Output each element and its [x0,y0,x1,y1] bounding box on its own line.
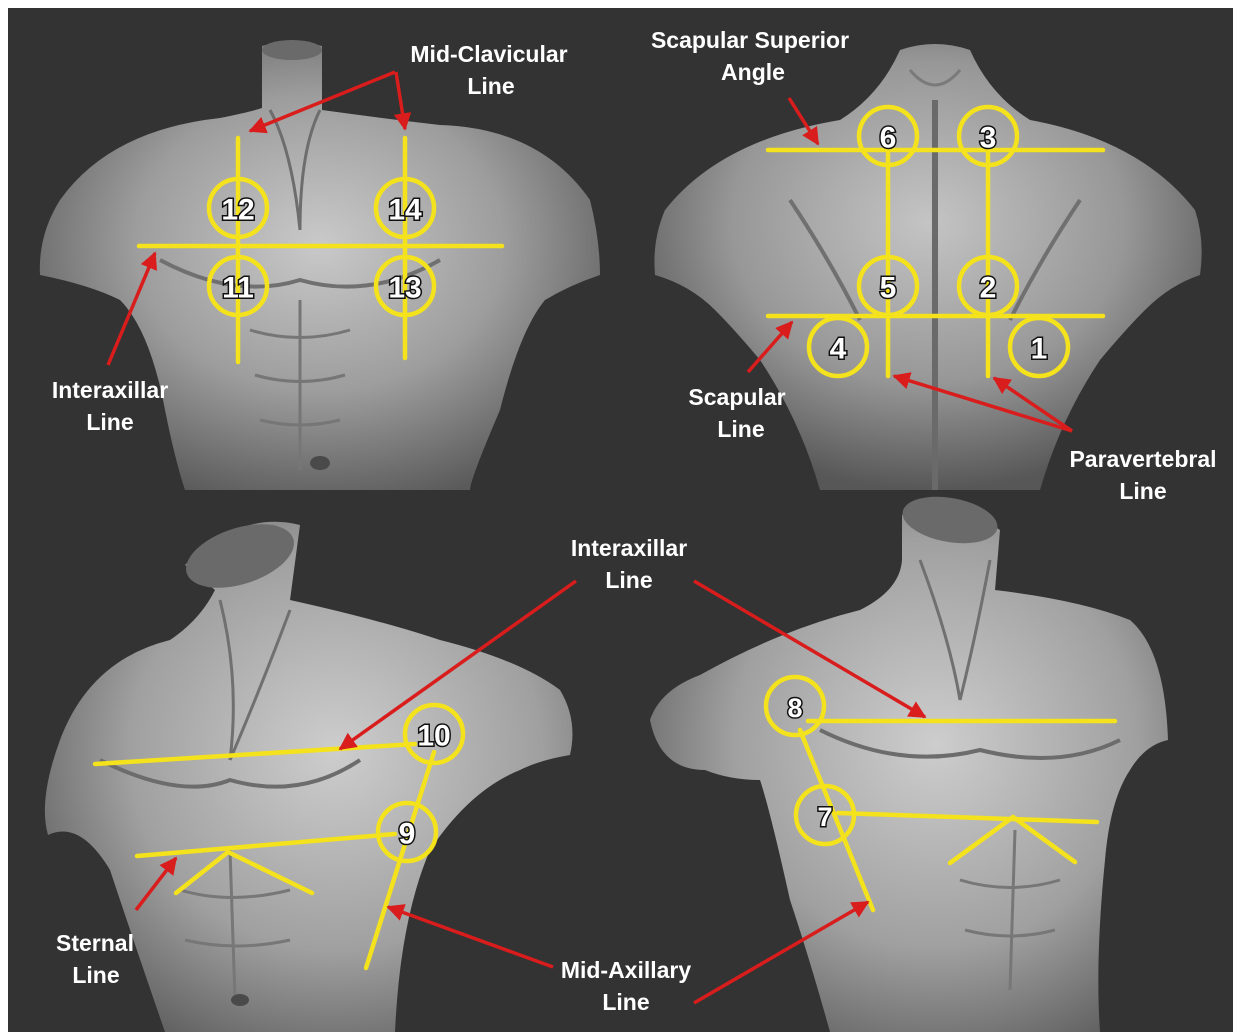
front-interaxillar-label-line2: Line [86,409,133,435]
point-4-label: 4 [830,333,847,366]
point-10-label: 10 [417,720,450,753]
point-6-label: 6 [880,122,897,155]
point-13-label: 13 [388,272,421,305]
mid-axillary-label-line1: Mid-Axillary [561,957,692,983]
point-8-label: 8 [787,693,802,723]
mid-clavicular-label-line2: Line [467,73,514,99]
point-9-label: 9 [399,818,416,851]
oblique-interaxillar-label-line1: Interaxillar [571,535,687,561]
point-7-label: 7 [817,802,832,832]
point-1-label: 1 [1031,333,1048,366]
point-14-label: 14 [388,194,422,227]
point-12-label: 12 [221,194,254,227]
front-navel [310,456,330,470]
scapular-superior-label-line2: Angle [721,59,785,85]
point-11-label: 11 [222,272,254,305]
oblique-left-navel [231,994,249,1006]
sternal-label-line1: Sternal [56,930,134,956]
point-5-label: 5 [880,272,897,305]
mid-axillary-label-line2: Line [602,989,649,1015]
paravertebral-label-line1: Paravertebral [1069,446,1216,472]
sternal-label-line2: Line [72,962,119,988]
scapular-superior-label-line1: Scapular Superior [651,27,849,53]
paravertebral-label-line2: Line [1119,478,1166,504]
point-2-label: 2 [980,272,997,305]
scapular-label-line2: Line [717,416,764,442]
scapular-label-line1: Scapular [688,384,785,410]
point-3-label: 3 [980,122,997,155]
front-neck-cut [262,40,322,60]
mid-clavicular-label-line1: Mid-Clavicular [410,41,567,67]
oblique-interaxillar-label-line2: Line [605,567,652,593]
front-interaxillar-label-line1: Interaxillar [52,377,168,403]
